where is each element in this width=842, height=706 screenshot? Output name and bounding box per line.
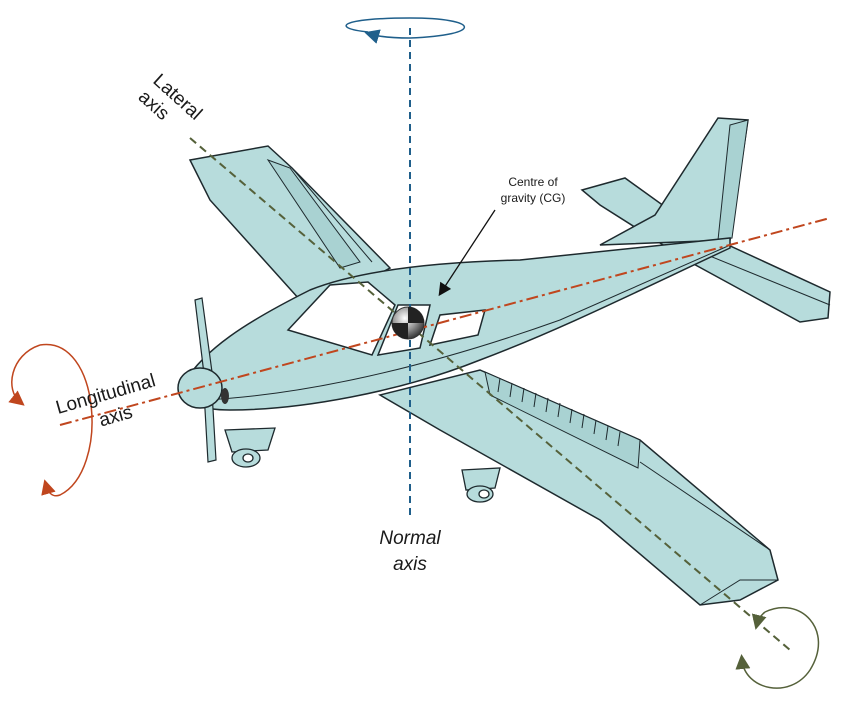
flap-hatching	[497, 377, 621, 447]
cg-label-line2: gravity (CG)	[501, 191, 566, 205]
cg-pointer-arrow	[438, 209, 496, 297]
longitudinal-axis	[59, 217, 831, 426]
longitudinal-axis-label: Longitudinal axis	[54, 370, 158, 431]
pitch-rotation-arrow-icon	[735, 606, 820, 689]
roll-rotation-arrow-icon	[8, 344, 93, 497]
normal-axis-label-line1: Normal	[379, 528, 441, 549]
cg-label-line1: Centre of	[508, 175, 558, 189]
lateral-axis-label: Lateral axis	[134, 70, 206, 125]
normal-axis-label: Normal axis	[379, 528, 441, 575]
normal-axis-label-line2: axis	[393, 554, 427, 575]
right-wing	[378, 369, 779, 606]
cg-label: Centre of gravity (CG)	[501, 175, 566, 205]
lateral-axis	[189, 137, 791, 651]
yaw-rotation-arrow-icon	[345, 17, 465, 44]
landing-gear	[224, 427, 501, 503]
centre-of-gravity-marker	[391, 306, 425, 340]
